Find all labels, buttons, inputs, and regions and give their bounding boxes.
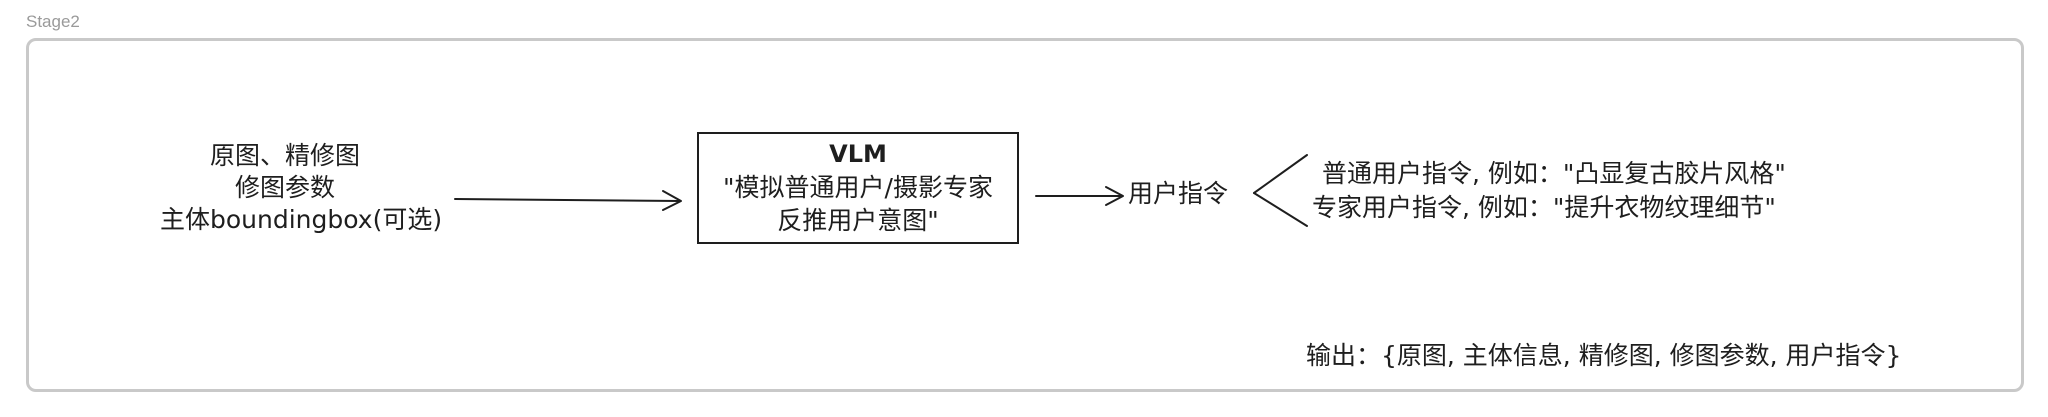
user-intent-label: 用户指令 xyxy=(1128,179,1229,208)
branch-expert-user: 专家用户指令, 例如："提升衣物纹理细节" xyxy=(1312,193,1776,222)
vlm-line-2: 反推用户意图" xyxy=(777,206,939,235)
vlm-box: VLM "模拟普通用户/摄影专家 反推用户意图" xyxy=(697,132,1019,244)
input-line-bbox: 主体boundingbox(可选) xyxy=(160,205,443,234)
vlm-line-1: "模拟普通用户/摄影专家 xyxy=(723,173,993,202)
input-text-block: 原图、精修图 修图参数 主体boundingbox(可选) xyxy=(160,140,443,236)
branch-normal-user: 普通用户指令, 例如："凸显复古胶片风格" xyxy=(1322,159,1786,188)
input-line-images: 原图、精修图 xyxy=(209,141,360,170)
vlm-title: VLM xyxy=(829,140,887,168)
arrow-input-to-vlm xyxy=(454,190,682,211)
input-line-params: 修图参数 xyxy=(234,173,335,202)
output-summary: 输出：{原图, 主体信息, 精修图, 修图参数, 用户指令} xyxy=(1306,341,1902,370)
stage-label: Stage2 xyxy=(26,12,80,31)
branch-fork-lines xyxy=(1253,154,1308,227)
stage-frame xyxy=(26,38,2024,392)
arrow-vlm-to-intent xyxy=(1035,186,1124,206)
